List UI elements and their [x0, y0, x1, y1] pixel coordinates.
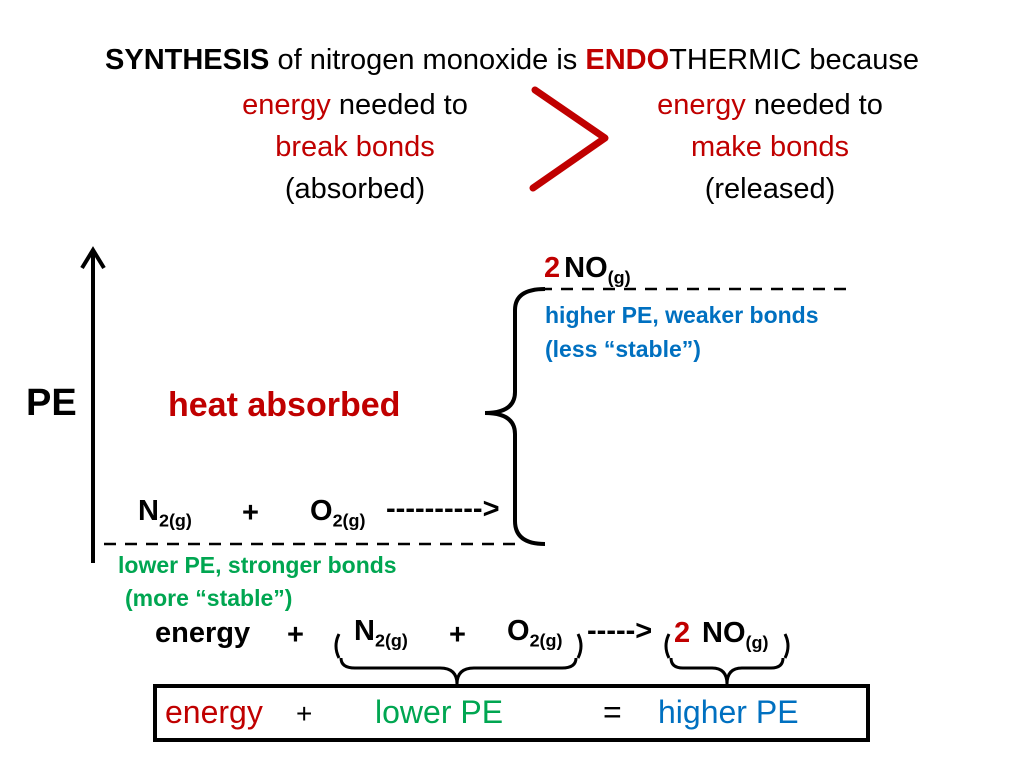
title-middle: of nitrogen monoxide is: [269, 44, 586, 76]
equation-plus-2: +: [449, 619, 466, 651]
summary-higher-pe: higher PE: [658, 694, 799, 730]
reactant-bracket-left: [334, 633, 341, 659]
summary-energy: energy: [165, 694, 263, 730]
higher-pe-line2: (less “stable”): [545, 336, 701, 362]
lower-pe-line2: (more “stable”): [125, 585, 293, 611]
equation-n2: N2(g): [354, 615, 408, 651]
lower-pe-line1: lower PE, stronger bonds: [118, 552, 397, 578]
left-absorbed: (absorbed): [284, 173, 426, 205]
title: SYNTHESIS of nitrogen monoxide is ENDOTH…: [0, 44, 1024, 77]
product-sub: (g): [607, 267, 631, 288]
summary-lower-pe: lower PE: [375, 694, 504, 730]
reactant-o2-sub: 2(g): [332, 510, 366, 531]
equation-o2-sub: 2(g): [529, 630, 563, 651]
summary-box: [153, 684, 870, 742]
right-energy-line: energy needed to: [640, 89, 900, 122]
higher-pe-note: higher PE, weaker bonds (less “stable”): [545, 298, 819, 366]
reactant-n2-sub: 2(g): [158, 510, 192, 531]
equation-n2-sub: 2(g): [374, 630, 408, 651]
equation-coef: 2: [674, 617, 691, 649]
reactant-n2: N2(g): [138, 495, 192, 531]
product-formula: NO: [564, 252, 608, 284]
equation-no-symbol: NO: [702, 617, 746, 649]
right-energy: energy: [657, 89, 746, 121]
lower-pe-note: lower PE, stronger bonds (more “stable”): [118, 549, 397, 615]
equation-plus-1: +: [287, 619, 304, 651]
right-needed: needed to: [745, 89, 883, 121]
product-bracket-right: [783, 633, 790, 659]
reactant-bracket-right: [576, 633, 583, 659]
summary-plus: +: [296, 698, 313, 729]
heat-brace: [484, 287, 546, 546]
reactant-arrow: ---------->: [386, 493, 500, 525]
left-energy-line: energy needed to: [225, 89, 485, 122]
equation-no: NO(g): [702, 617, 769, 653]
equation-n2-symbol: N: [354, 615, 375, 647]
right-released: (released): [704, 173, 836, 205]
reactant-brace: [339, 657, 578, 685]
reactant-o2-symbol: O: [310, 495, 333, 527]
reactant-o2: O2(g): [310, 495, 366, 531]
equation-o2: O2(g): [507, 615, 563, 651]
right-make-bonds: make bonds: [691, 131, 849, 163]
pe-axis-label: PE: [26, 382, 77, 424]
pe-axis-arrowhead: [80, 246, 106, 270]
left-needed: needed to: [330, 89, 468, 121]
product-brace: [669, 657, 785, 685]
equation-no-sub: (g): [745, 632, 769, 653]
left-break-bonds: break bonds: [275, 131, 435, 163]
equation-energy: energy: [155, 617, 251, 649]
equation-o2-symbol: O: [507, 615, 530, 647]
title-endo: ENDO: [585, 44, 670, 76]
higher-pe-line1: higher PE, weaker bonds: [545, 302, 819, 328]
title-synthesis: SYNTHESIS: [105, 44, 270, 76]
heat-absorbed-label: heat absorbed: [168, 386, 401, 424]
reactant-plus: +: [242, 497, 259, 529]
left-energy: energy: [242, 89, 331, 121]
equation-arrow: ----->: [587, 615, 653, 647]
summary-equals: =: [603, 694, 622, 730]
product-coef: 2: [544, 252, 561, 284]
reactant-n2-symbol: N: [138, 495, 159, 527]
title-thermic: THERMIC because: [669, 44, 919, 76]
greater-than-symbol: [529, 86, 609, 192]
product-bracket-left: [664, 633, 671, 659]
